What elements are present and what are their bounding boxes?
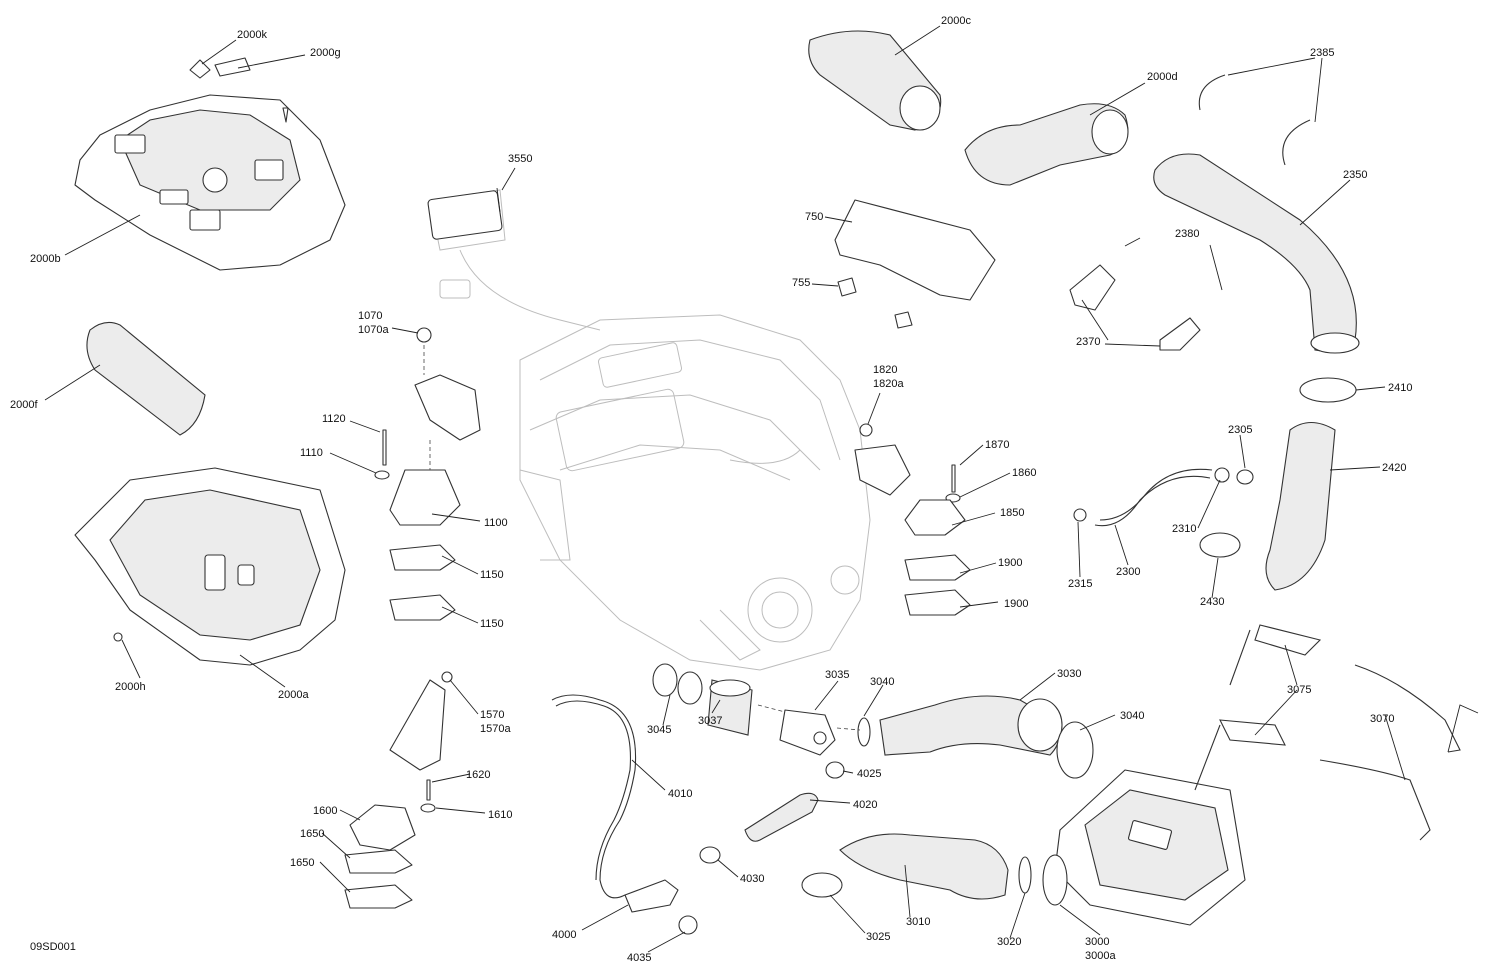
clamp-3020	[1018, 856, 1032, 894]
callout-1570: 1570	[480, 709, 504, 721]
bracket-2370	[1069, 264, 1116, 311]
diagram-id: 09SD001	[30, 941, 76, 953]
callout-4025: 4025	[857, 768, 881, 780]
callout-1110: 1110	[300, 447, 323, 459]
callout-1570a: 1570a	[480, 723, 511, 735]
engine-mount-1850	[854, 423, 971, 616]
clamp-2430	[1199, 532, 1241, 558]
hose-3010	[839, 833, 1009, 900]
callout-3020: 3020	[997, 936, 1021, 948]
bellow-2420	[1265, 421, 1336, 591]
callout-1820a: 1820a	[873, 378, 904, 390]
callout-2000k: 2000k	[237, 29, 267, 41]
callout-2305: 2305	[1228, 424, 1252, 436]
engine-block-ghost	[429, 189, 871, 671]
callout-4030: 4030	[740, 873, 764, 885]
clamp-3025	[801, 872, 843, 898]
callout-2000f: 2000f	[10, 399, 38, 411]
callout-2310: 2310	[1172, 523, 1196, 535]
callout-2000b: 2000b	[30, 253, 61, 265]
bellow-2000d	[964, 103, 1129, 186]
callout-4020: 4020	[853, 799, 877, 811]
callout-1070a: 1070a	[358, 324, 389, 336]
callout-3035: 3035	[825, 669, 849, 681]
callout-4035: 4035	[627, 952, 651, 964]
fitting-4020	[744, 792, 819, 842]
callout-3000: 3000	[1085, 936, 1109, 948]
clip-755	[837, 277, 857, 297]
callout-3000a: 3000a	[1085, 950, 1116, 962]
callout-1610: 1610	[488, 809, 512, 821]
engine-mount-1100	[374, 327, 481, 621]
callout-2385: 2385	[1310, 47, 1334, 59]
callout-1820: 1820	[873, 364, 897, 376]
callout-1850: 1850	[1000, 507, 1024, 519]
callout-3070: 3070	[1370, 713, 1394, 725]
intercooler-piping	[652, 663, 1094, 779]
callout-3045: 3045	[647, 724, 671, 736]
callout-1100: 1100	[484, 517, 508, 529]
callout-4010: 4010	[668, 788, 692, 800]
sensor-4000	[624, 879, 679, 913]
ecm-module-3550	[427, 190, 503, 240]
callout-3040-a: 3040	[870, 676, 894, 688]
callout-1150-a: 1150	[480, 569, 504, 581]
callout-2000a: 2000a	[278, 689, 309, 701]
callout-3030: 3030	[1057, 668, 1081, 680]
clamp-4025	[825, 761, 845, 779]
callout-1900-b: 1900	[1004, 598, 1028, 610]
callout-3037: 3037	[698, 715, 722, 727]
callout-1070: 1070	[358, 310, 382, 322]
callout-3025: 3025	[866, 931, 890, 943]
clamp-2385	[1198, 74, 1226, 111]
callout-3075: 3075	[1287, 684, 1311, 696]
callout-3040-b: 3040	[1120, 710, 1144, 722]
air-intake-silencer-cover	[74, 57, 346, 271]
callout-1600: 1600	[313, 805, 337, 817]
callout-1900-a: 1900	[998, 557, 1022, 569]
callout-1120: 1120	[322, 413, 346, 425]
intake-duct-2000f	[86, 321, 206, 436]
callout-1860: 1860	[1012, 467, 1036, 479]
callout-2350: 2350	[1343, 169, 1367, 181]
callout-3010: 3010	[906, 916, 930, 928]
callout-2000g: 2000g	[310, 47, 341, 59]
air-box-base	[74, 467, 346, 666]
callout-2410: 2410	[1388, 382, 1412, 394]
cover-750	[834, 199, 996, 301]
callout-2420: 2420	[1382, 462, 1406, 474]
callout-2300: 2300	[1116, 566, 1140, 578]
callout-2000h: 2000h	[115, 681, 146, 693]
callout-2315: 2315	[1068, 578, 1092, 590]
callout-1620: 1620	[466, 769, 490, 781]
callout-1870: 1870	[985, 439, 1009, 451]
clamp-2410	[1299, 377, 1357, 403]
strap-3075	[1229, 624, 1322, 686]
strap-3070	[1354, 664, 1461, 753]
callout-2000c: 2000c	[941, 15, 971, 27]
callout-2380: 2380	[1175, 228, 1199, 240]
callout-1150-b: 1150	[480, 618, 504, 630]
leader-lines	[44, 25, 1479, 953]
clamp-4030	[699, 846, 721, 864]
callout-1650-a: 1650	[300, 828, 324, 840]
callout-4000: 4000	[552, 929, 576, 941]
callout-755: 755	[792, 277, 810, 289]
callout-3550: 3550	[508, 153, 532, 165]
callout-2000d: 2000d	[1147, 71, 1178, 83]
engine-mount-1600	[344, 671, 453, 909]
callout-1650-b: 1650	[290, 857, 314, 869]
intercooler-3000	[1042, 769, 1246, 926]
callout-2370: 2370	[1076, 336, 1100, 348]
callout-750: 750	[805, 211, 823, 223]
hose-4010	[551, 694, 637, 899]
callout-2430: 2430	[1200, 596, 1224, 608]
callout-labels: 2000k 2000g 2000b 2000f 2000h 2000a 2000…	[10, 15, 1412, 964]
